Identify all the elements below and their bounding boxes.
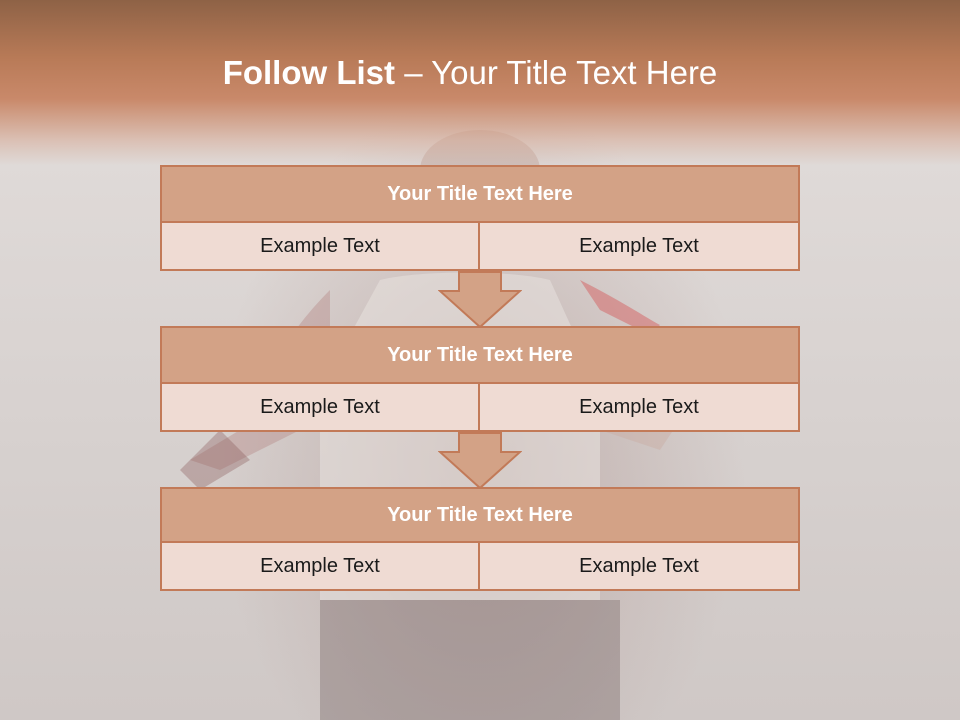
down-arrow-icon xyxy=(438,432,522,490)
step-title: Your Title Text Here xyxy=(160,487,800,543)
step-title: Your Title Text Here xyxy=(160,326,800,384)
step-title: Your Title Text Here xyxy=(160,165,800,223)
step-row: Example Text Example Text xyxy=(160,221,800,271)
step-cell-right: Example Text xyxy=(478,541,800,591)
step-cell-right: Example Text xyxy=(478,221,800,271)
slide-title: Follow List – Your Title Text Here xyxy=(0,54,940,92)
step-cell-left: Example Text xyxy=(160,382,480,432)
follow-step-3: Your Title Text Here Example Text Exampl… xyxy=(160,487,800,591)
follow-step-2: Your Title Text Here Example Text Exampl… xyxy=(160,326,800,432)
step-cell-right: Example Text xyxy=(478,382,800,432)
step-row: Example Text Example Text xyxy=(160,541,800,591)
down-arrow-icon xyxy=(438,271,522,329)
slide-title-bold: Follow List xyxy=(222,54,396,91)
step-cell-left: Example Text xyxy=(160,541,480,591)
follow-step-1: Your Title Text Here Example Text Exampl… xyxy=(160,165,800,271)
slide-title-rest: – Your Title Text Here xyxy=(395,54,718,91)
title-band xyxy=(0,0,960,165)
step-cell-left: Example Text xyxy=(160,221,480,271)
step-row: Example Text Example Text xyxy=(160,382,800,432)
